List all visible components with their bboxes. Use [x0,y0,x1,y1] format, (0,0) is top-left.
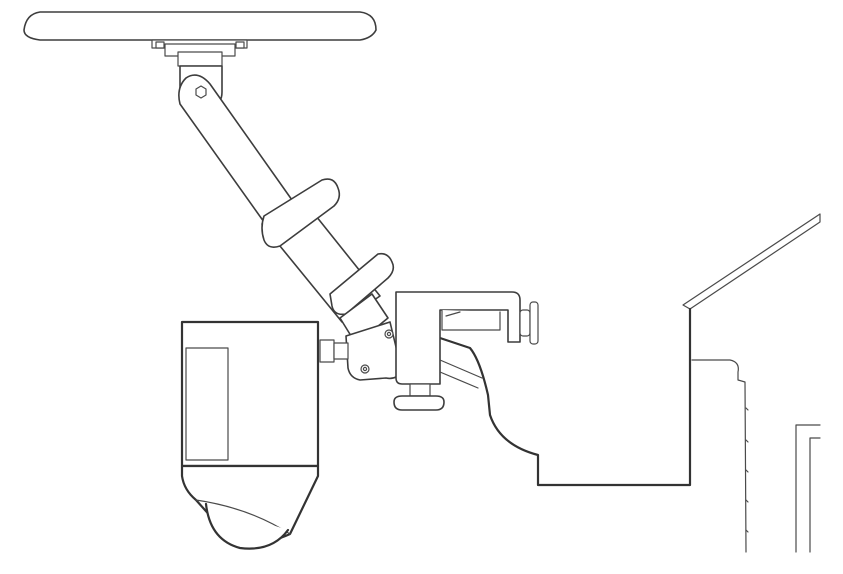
security-camera-icon [180,320,349,550]
house-outline-icon [438,213,821,553]
gutter-clamp-icon [393,291,539,411]
mount-arm-icon [178,65,403,381]
solar-panel-icon [23,11,377,67]
